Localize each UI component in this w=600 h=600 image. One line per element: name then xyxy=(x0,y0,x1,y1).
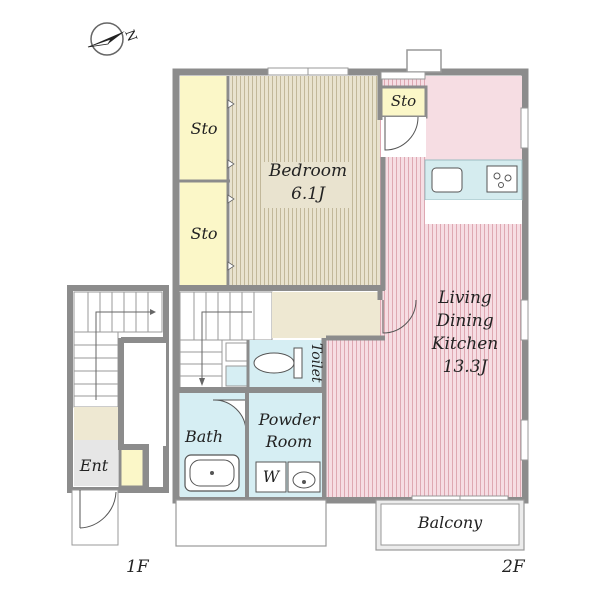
kitchen-counter xyxy=(424,159,523,224)
bathtub-icon xyxy=(184,454,240,492)
bath-label: Bath xyxy=(184,427,224,446)
balcony xyxy=(375,499,525,551)
second-floor-plan xyxy=(172,49,529,551)
storage-3-label: Sto xyxy=(390,92,417,110)
washer-space xyxy=(255,461,287,493)
entrance-floor xyxy=(74,440,118,486)
compass-north-icon xyxy=(87,22,125,56)
storage-1-area xyxy=(180,76,228,181)
entrance-door xyxy=(71,489,119,546)
ldk-label-dining: Dining xyxy=(436,311,494,331)
storage-2-area xyxy=(180,181,228,286)
balcony-label: Balcony xyxy=(417,513,483,532)
first-floor-landing xyxy=(74,407,118,440)
ldk-label-kitchen: Kitchen xyxy=(431,334,499,354)
storage-1-label: Sto xyxy=(190,119,218,138)
first-floor-plan xyxy=(67,285,169,546)
powder-room-label-1: Powder xyxy=(258,410,320,429)
toilet-icon xyxy=(253,347,303,379)
first-floor-stairs xyxy=(73,291,163,408)
first-floor-label: 1F xyxy=(126,557,149,577)
washer-label: W xyxy=(262,467,280,486)
bedroom-name-label: Bedroom xyxy=(268,161,348,181)
lower-porch xyxy=(175,499,327,547)
ldk-label-living: Living xyxy=(438,288,492,308)
bedroom-size-label: 6.1J xyxy=(291,184,325,204)
stove-icon xyxy=(486,165,518,193)
second-floor-stairs xyxy=(179,291,273,389)
storage-2-label: Sto xyxy=(190,224,218,243)
powder-room-label-2: Room xyxy=(265,432,313,451)
second-floor-label: 2F xyxy=(502,557,525,577)
ldk-size-label: 13.3J xyxy=(442,357,488,377)
entrance-label: Ent xyxy=(79,456,109,475)
sink-icon xyxy=(431,167,463,193)
hall-floor xyxy=(272,292,380,338)
toilet-label: Toilet xyxy=(307,342,324,383)
shoe-storage xyxy=(118,445,146,489)
